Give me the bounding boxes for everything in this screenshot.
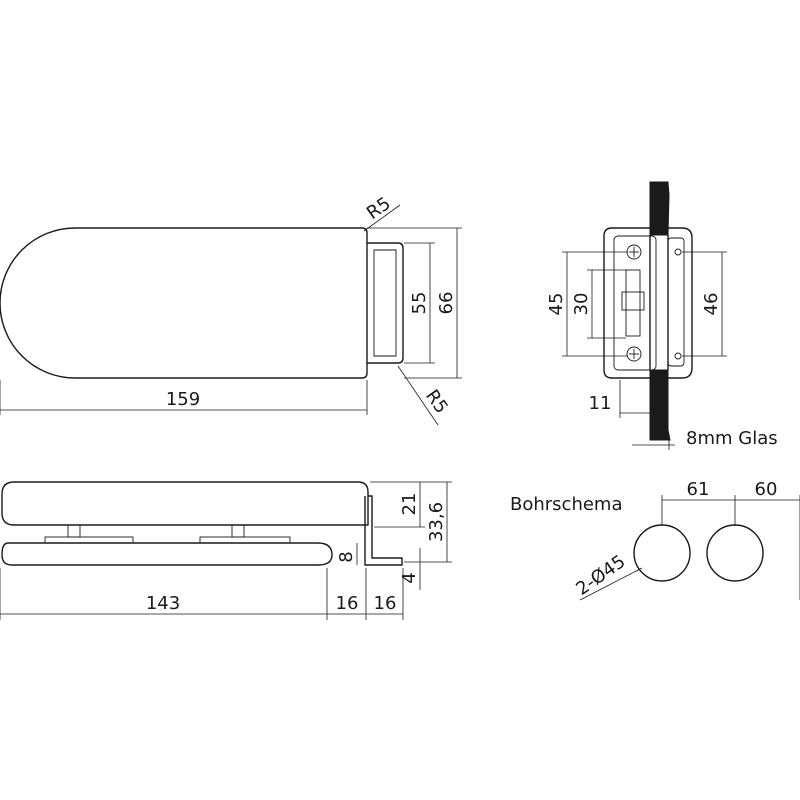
hole-dim-leader [579,567,643,601]
clamp-right-plate [667,237,685,367]
side-view-pad-right [199,536,291,544]
adjust-slot [625,269,641,337]
dim-46-label: 46 [701,293,722,316]
radius-top-label: R5 [363,193,395,224]
side-view-upper-body [1,481,369,526]
glass-label: 8mm Glas [686,428,778,449]
side-view-screw-left [67,524,81,538]
screw-bottom-icon [626,346,642,362]
adjust-block [621,291,645,311]
clamp-view: 45 30 46 11 8mm Glas [546,181,778,450]
dim-33-label: 33,6 [426,502,447,542]
dim-45-label: 45 [546,293,567,316]
dim-8-label: 8 [336,551,357,562]
dim-66-label: 66 [436,292,457,315]
dim-30-label: 30 [571,293,592,316]
top-view-end-tab [367,242,404,364]
pin-top [674,248,682,256]
hole-dim-label: 2-Ø45 [572,551,629,600]
radius-bottom-leader [397,365,439,426]
dim-60-label: 60 [755,479,778,500]
top-view: 159 66 55 R5 R5 [0,193,462,426]
side-view: 143 16 16 21 33,6 8 4 [0,481,452,620]
side-view-end-bracket [364,495,403,566]
side-view-lower-plate [1,542,333,566]
clamp-inner-plate [613,235,657,371]
dim-16-b-label: 16 [374,593,397,614]
drill-hole-left [633,524,691,582]
dim-11-label: 11 [589,393,612,414]
dim-143-label: 143 [146,593,180,614]
radius-top-leader [363,204,401,232]
top-view-end-tab-inner [373,249,397,357]
radius-bottom-label: R5 [421,386,452,418]
dim-21-label: 21 [399,493,420,516]
clamp-outer-body [603,227,693,379]
drill-scheme-title: Bohrschema [510,494,623,515]
drill-hole-right [706,524,764,582]
dim-61-label: 61 [687,479,710,500]
pin-bottom [674,352,682,360]
drill-scheme: Bohrschema 61 60 2-Ø45 [510,479,800,601]
glass-pane [649,181,671,441]
dim-55-label: 55 [409,292,430,315]
dim-16-a-label: 16 [336,593,359,614]
dim-4-label: 4 [399,572,420,583]
top-view-body [0,227,368,379]
side-view-screw-right [231,524,245,538]
screw-top-icon [626,244,642,260]
side-view-pad-left [44,536,134,544]
dim-159-label: 159 [166,389,200,410]
